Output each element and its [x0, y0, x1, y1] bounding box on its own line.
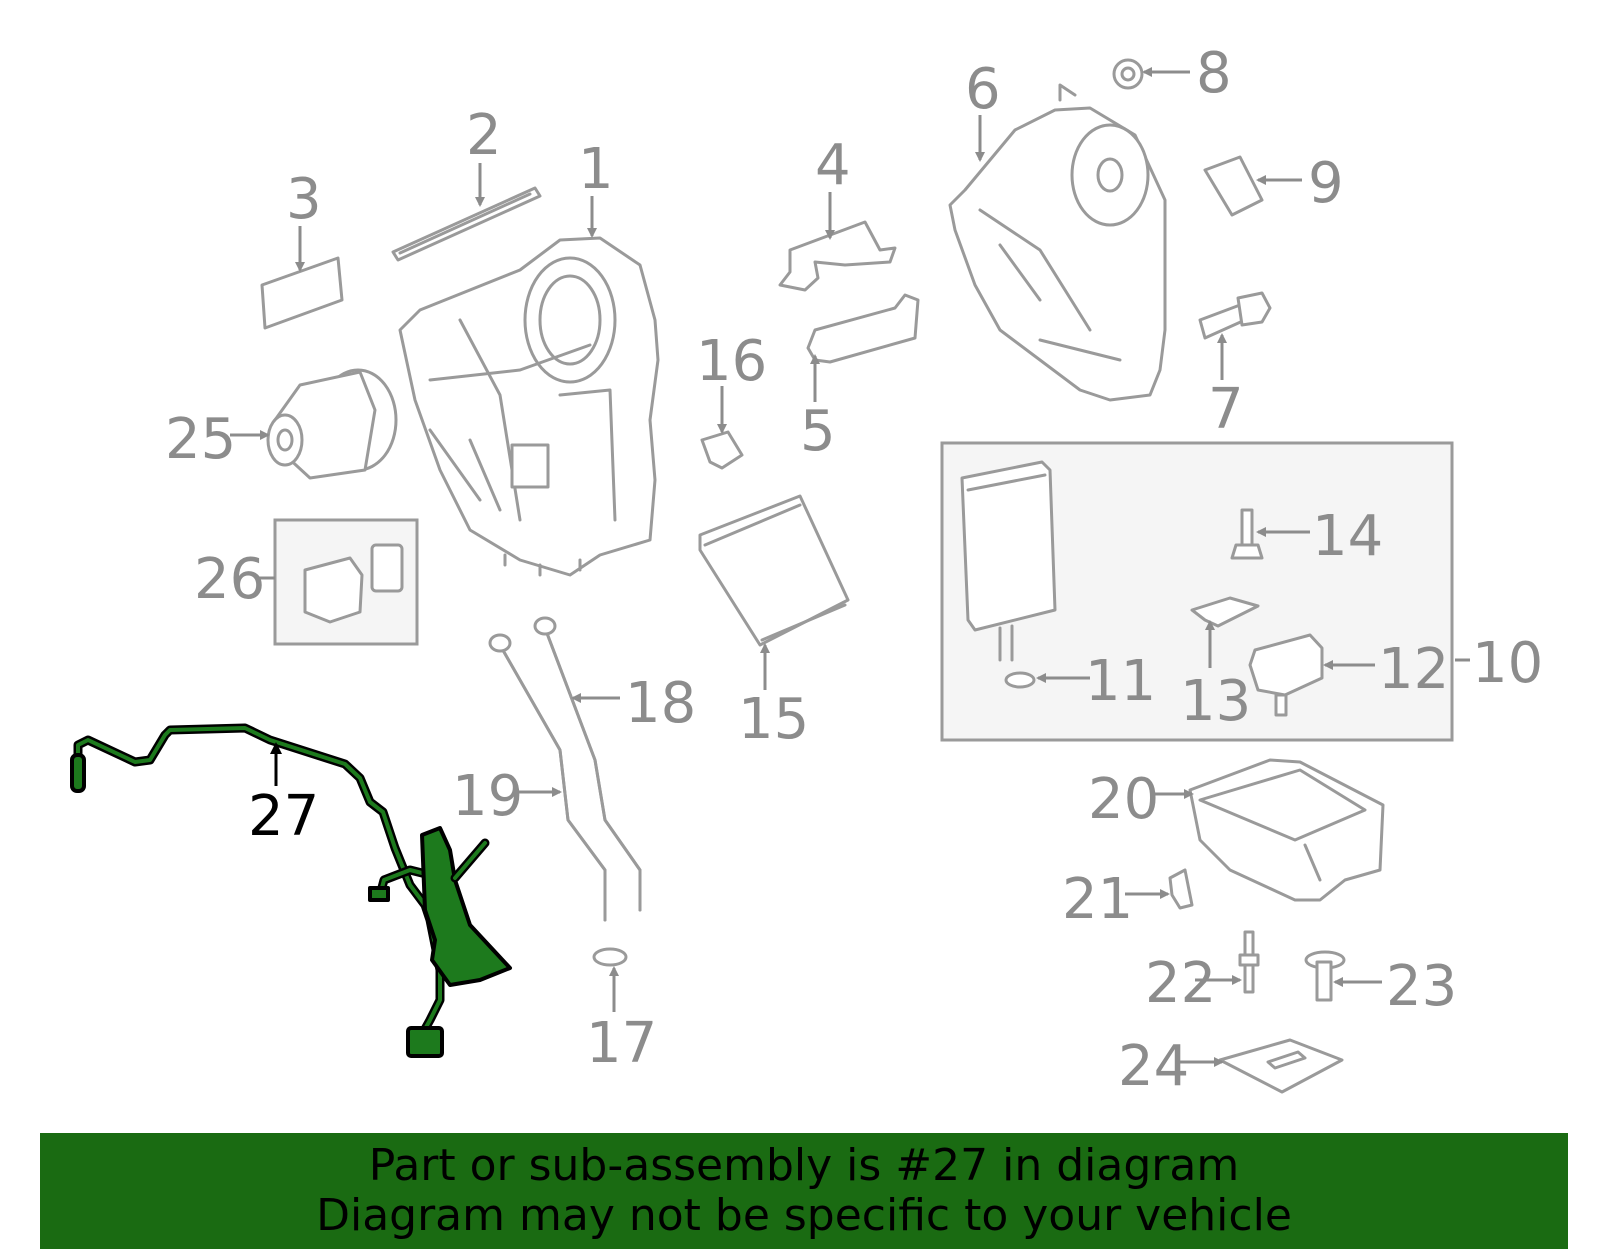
callout-6: 6 [965, 57, 1001, 122]
callout-27: 27 [248, 784, 319, 849]
part-4-bracket[interactable] [778, 220, 897, 292]
part-25-blower-motor[interactable] [266, 368, 398, 480]
callout-14: 14 [1312, 504, 1383, 569]
info-banner: Part or sub-assembly is #27 in diagram D… [40, 1133, 1568, 1249]
callout-19: 19 [452, 764, 523, 829]
callout-13: 13 [1180, 669, 1251, 734]
callout-11: 11 [1085, 649, 1156, 714]
part-17-o-ring[interactable] [592, 947, 628, 967]
callout-25: 25 [165, 407, 236, 472]
callout-26: 26 [194, 547, 265, 612]
part-24-pad[interactable] [1218, 1038, 1344, 1094]
part-7-bolt[interactable] [1198, 291, 1272, 340]
part-6-housing[interactable] [948, 83, 1167, 402]
callout-9: 9 [1308, 151, 1344, 216]
part-9-clip[interactable] [1203, 155, 1264, 217]
callout-23: 23 [1386, 954, 1457, 1019]
callout-17: 17 [586, 1011, 657, 1076]
part-16-clip[interactable] [700, 430, 744, 470]
part-26-resistor[interactable] [303, 543, 404, 624]
part-27-wiring-harness[interactable] [70, 723, 512, 1058]
part-20-tray[interactable] [1188, 758, 1385, 902]
callout-7: 7 [1208, 377, 1244, 442]
part-18-19-heater-tubes[interactable] [488, 616, 642, 922]
part-3-seal[interactable] [260, 256, 344, 330]
callout-8: 8 [1196, 41, 1232, 106]
callout-10: 10 [1472, 631, 1543, 696]
callout-15: 15 [738, 687, 809, 752]
part-14-bolt[interactable] [1230, 508, 1264, 560]
part-23-screw[interactable] [1304, 950, 1346, 1002]
part-5-bracket[interactable] [806, 293, 920, 364]
callout-12: 12 [1378, 637, 1449, 702]
callout-18: 18 [625, 671, 696, 736]
part-12-sensor[interactable] [1248, 633, 1324, 717]
part-1-hvac-housing[interactable] [398, 236, 660, 577]
part-15-evaporator[interactable] [698, 494, 850, 647]
callout-4: 4 [815, 133, 851, 198]
banner-line-2: Diagram may not be specific to your vehi… [316, 1190, 1292, 1241]
callout-24: 24 [1118, 1034, 1189, 1099]
callout-1: 1 [578, 137, 614, 202]
part-22-stud[interactable] [1238, 930, 1260, 994]
part-11-module[interactable] [960, 460, 1057, 689]
callout-20: 20 [1088, 767, 1159, 832]
callout-3: 3 [286, 167, 322, 232]
arrow-icon [230, 67, 1470, 1067]
callout-21: 21 [1062, 867, 1133, 932]
callout-2: 2 [466, 103, 502, 168]
banner-background [40, 1133, 1568, 1249]
callout-16: 16 [696, 329, 767, 394]
banner-line-1: Part or sub-assembly is #27 in diagram [368, 1140, 1240, 1191]
callout-5: 5 [800, 399, 836, 464]
callout-22: 22 [1145, 951, 1216, 1016]
part-2-filter[interactable] [391, 186, 542, 262]
part-8-nut[interactable] [1112, 58, 1144, 90]
part-21-clip[interactable] [1168, 868, 1194, 910]
